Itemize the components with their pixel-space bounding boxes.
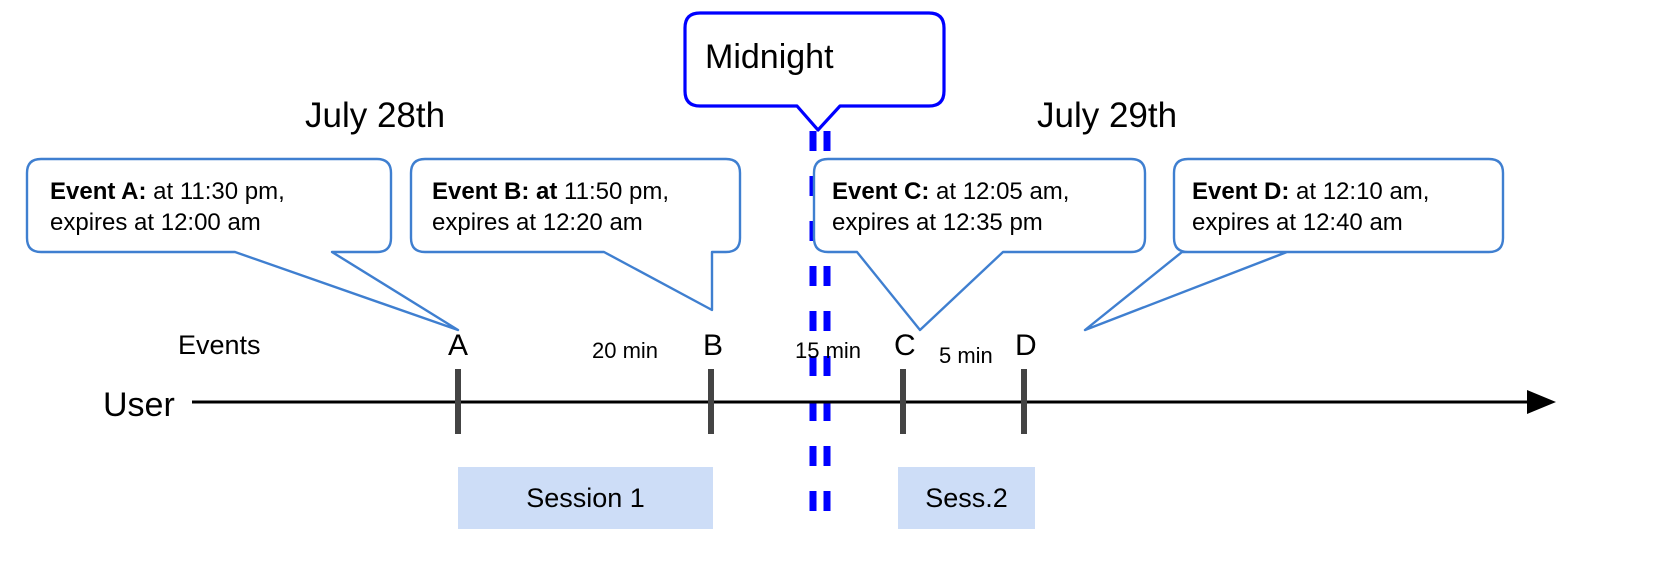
gap-label-c-to-d: 5 min [939, 343, 993, 368]
gap-label-a-to-b: 20 min [592, 338, 659, 363]
gap-label-b-to-c: 15 min [795, 338, 862, 363]
event-a-callout-text: Event A: at 11:30 pm, expires at 12:00 a… [50, 176, 380, 238]
event-d-line2: expires at 12:40 am [1192, 209, 1403, 236]
timeline-arrowhead [1527, 390, 1556, 414]
event-b-label-bold: Event B: at [432, 178, 558, 205]
event-marker-label-a: A [448, 329, 469, 362]
event-b-callout-text: Event B: at 11:50 pm, expires at 12:20 a… [432, 176, 732, 238]
event-marker-label-c: C [894, 329, 916, 362]
event-c-label-rest: at 12:05 am, [929, 178, 1070, 205]
event-marker-label-d: D [1015, 329, 1037, 362]
event-d-callout-text: Event D: at 12:10 am, expires at 12:40 a… [1192, 176, 1492, 238]
date-label-right: July 29th [1037, 96, 1178, 135]
event-b-line2: expires at 12:20 am [432, 209, 643, 236]
event-d-label-rest: at 12:10 am, [1289, 178, 1430, 205]
event-d-label-bold: Event D: [1192, 178, 1290, 205]
event-c-label-bold: Event C: [832, 178, 930, 205]
event-a-label-bold: Event A: [50, 178, 147, 205]
midnight-label: Midnight [705, 38, 834, 76]
event-b-label-rest: 11:50 pm, [557, 178, 669, 205]
event-a-line2: expires at 12:00 am [50, 209, 261, 236]
event-c-callout-text: Event C: at 12:05 am, expires at 12:35 p… [832, 176, 1132, 238]
date-label-left: July 28th [305, 96, 446, 135]
event-marker-label-b: B [703, 329, 724, 362]
user-row-label: User [103, 386, 175, 424]
session-1-label: Session 1 [526, 482, 645, 513]
event-a-label-rest: at 11:30 pm, [146, 178, 285, 205]
session-box-2: Sess.2 [898, 467, 1035, 529]
events-row-label: Events [178, 330, 261, 360]
session-box-1: Session 1 [458, 467, 713, 529]
session-2-label: Sess.2 [925, 482, 1008, 513]
event-c-line2: expires at 12:35 pm [832, 209, 1043, 236]
